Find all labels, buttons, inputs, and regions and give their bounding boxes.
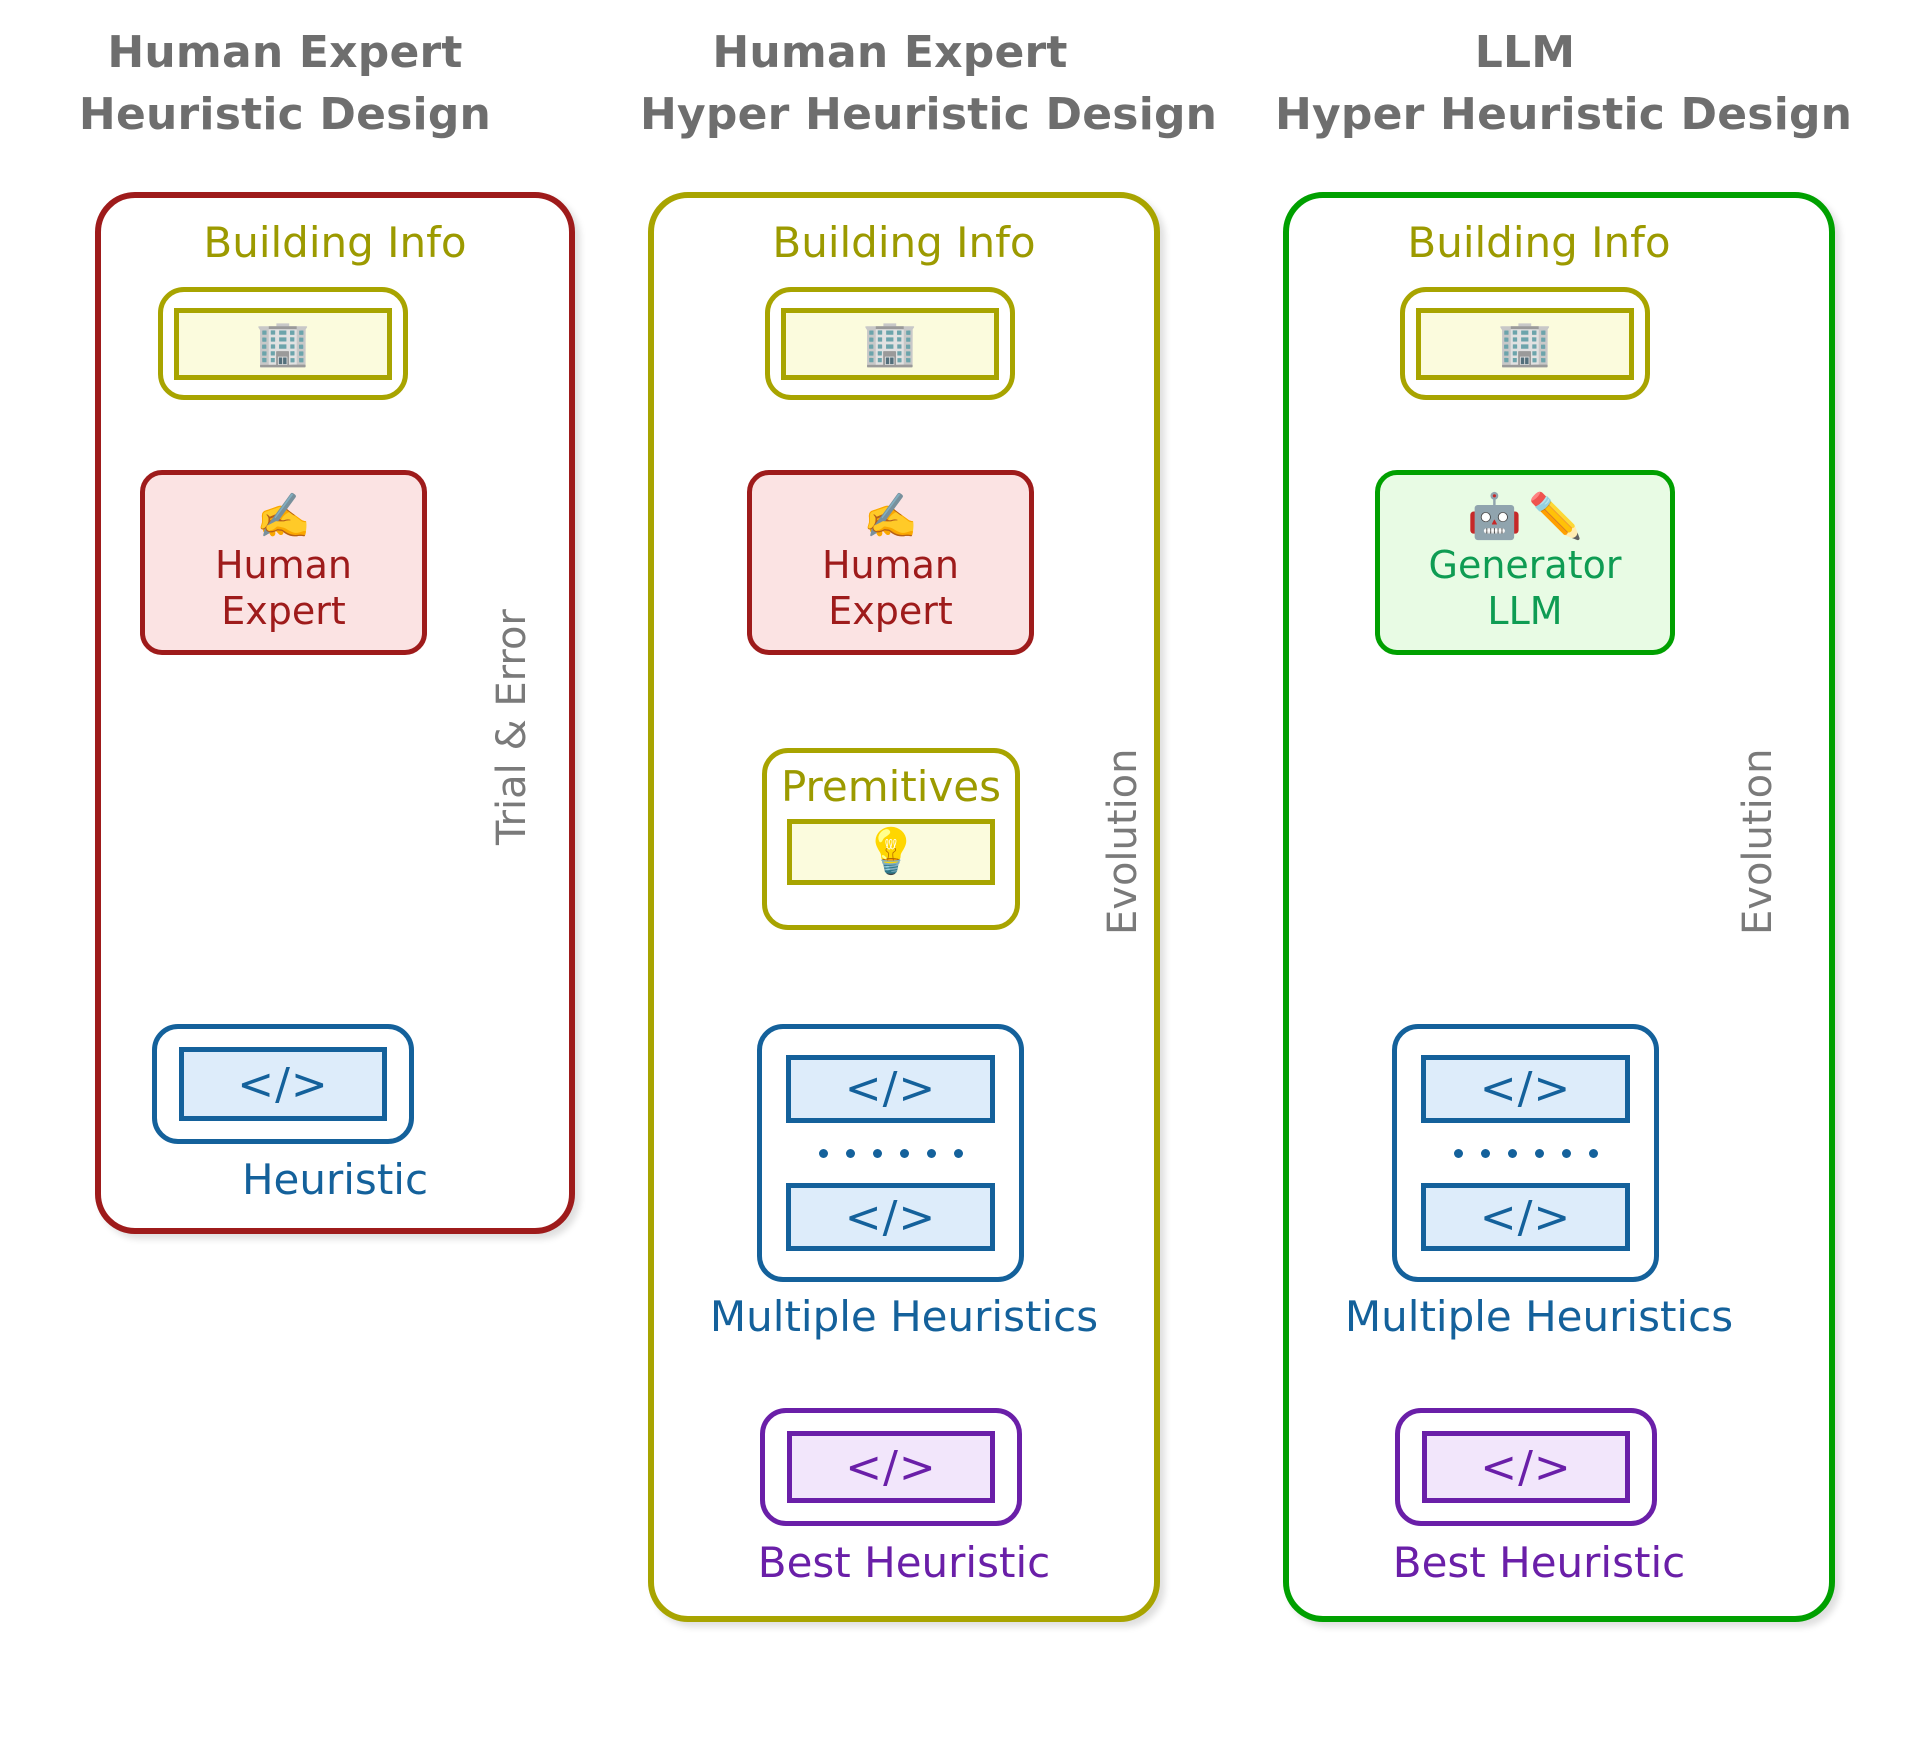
best-heuristic-node-c3[interactable]: </> xyxy=(1395,1408,1657,1526)
code-glyph: </> xyxy=(845,1441,937,1493)
building-info-label-c2: Building Info xyxy=(772,218,1036,267)
column-title-2-line-1: Human Expert xyxy=(712,27,1068,78)
building-info-label-c1: Building Info xyxy=(203,218,467,267)
heuristic-code-box-top-c2: </> xyxy=(786,1054,995,1123)
building-info-inner-c2: 🏢 xyxy=(781,307,999,380)
column-title-3-line-1: LLM xyxy=(1474,27,1576,78)
column-title-2-line-2: Hyper Heuristic Design xyxy=(640,89,1218,140)
generator-llm-label-line-1: Generator xyxy=(1428,542,1622,587)
heuristic-node-c1[interactable]: </> xyxy=(152,1024,414,1144)
code-glyph: </> xyxy=(844,1063,937,1115)
building-info-node-c3[interactable]: 🏢 xyxy=(1400,287,1650,400)
generator-llm-icons-c3: 🤖 ✏️ xyxy=(1467,490,1583,542)
evolution-loop-label-c2: Evolution xyxy=(1100,748,1146,935)
column-title-1: Human Expert Heuristic Design xyxy=(45,22,525,146)
multiple-heuristics-node-c3[interactable]: </> </> xyxy=(1392,1024,1659,1282)
pencil-icon: ✏️ xyxy=(1528,490,1583,542)
robot-icon: 🤖 xyxy=(1467,490,1522,542)
lightbulb-icon: 💡 xyxy=(863,826,919,877)
building-icon: 🏢 xyxy=(255,317,311,369)
column-title-3: LLM Hyper Heuristic Design xyxy=(1275,22,1853,146)
column-title-3-line-2: Hyper Heuristic Design xyxy=(1275,89,1853,140)
building-info-label-c3: Building Info xyxy=(1407,218,1671,267)
column-title-2: Human Expert Hyper Heuristic Design xyxy=(640,22,1218,146)
heuristic-code-box-bottom-c2: </> xyxy=(786,1183,995,1252)
multiple-heuristics-node-c2[interactable]: </> </> xyxy=(757,1024,1024,1282)
code-glyph: </> xyxy=(844,1191,937,1243)
primitives-node-c2[interactable]: Premitives 💡 xyxy=(762,748,1020,930)
trial-and-error-loop-label: Trial & Error xyxy=(489,609,535,845)
heuristic-label-c1: Heuristic xyxy=(241,1155,429,1204)
human-expert-node-c1[interactable]: ✍️ Human Expert xyxy=(140,470,427,655)
generator-llm-label-c3: Generator LLM xyxy=(1429,542,1622,634)
human-expert-label-c2: Human Expert xyxy=(822,542,959,634)
generator-llm-label-line-2: LLM xyxy=(1487,588,1563,633)
human-expert-node-c2[interactable]: ✍️ Human Expert xyxy=(747,470,1034,655)
best-heuristic-code-box-c3: </> xyxy=(1422,1431,1630,1503)
building-info-node-c2[interactable]: 🏢 xyxy=(765,287,1015,400)
human-expert-label-c1: Human Expert xyxy=(215,542,352,634)
writing-hand-icon: ✍️ xyxy=(863,490,918,542)
ellipsis-dots-c2 xyxy=(818,1148,963,1158)
best-heuristic-label-c2: Best Heuristic xyxy=(757,1538,1051,1587)
ellipsis-dots-c3 xyxy=(1453,1148,1598,1158)
building-info-node-c1[interactable]: 🏢 xyxy=(158,287,408,400)
code-glyph: </> xyxy=(237,1058,329,1110)
best-heuristic-label-c3: Best Heuristic xyxy=(1392,1538,1686,1587)
generator-llm-node-c3[interactable]: 🤖 ✏️ Generator LLM xyxy=(1375,470,1675,655)
multiple-heuristics-label-c2: Multiple Heuristics xyxy=(709,1292,1099,1341)
building-info-inner-c1: 🏢 xyxy=(174,307,392,380)
human-expert-label-line-1: Human xyxy=(214,542,353,587)
building-icon: 🏢 xyxy=(1497,317,1553,369)
heuristic-code-box-c1: </> xyxy=(179,1047,387,1121)
building-icon: 🏢 xyxy=(862,317,918,369)
multiple-heuristics-label-c3: Multiple Heuristics xyxy=(1344,1292,1734,1341)
best-heuristic-code-box-c2: </> xyxy=(787,1431,995,1503)
best-heuristic-node-c2[interactable]: </> xyxy=(760,1408,1022,1526)
heuristic-code-box-top-c3: </> xyxy=(1421,1054,1630,1123)
human-expert-label-line-2: Expert xyxy=(828,588,953,633)
human-expert-label-line-2: Expert xyxy=(221,588,346,633)
code-glyph: </> xyxy=(1479,1063,1572,1115)
code-glyph: </> xyxy=(1479,1191,1572,1243)
panel-llm-hyper-heuristic xyxy=(1283,192,1835,1622)
evolution-loop-label-c3: Evolution xyxy=(1735,748,1781,935)
heuristic-code-box-bottom-c3: </> xyxy=(1421,1183,1630,1252)
code-glyph: </> xyxy=(1480,1441,1572,1493)
building-info-inner-c3: 🏢 xyxy=(1416,307,1634,380)
human-expert-label-line-1: Human xyxy=(821,542,960,587)
primitives-label-c2: Premitives xyxy=(780,762,1002,811)
primitives-inner-c2: 💡 xyxy=(787,819,995,885)
column-title-1-line-2: Heuristic Design xyxy=(78,89,492,140)
writing-hand-icon: ✍️ xyxy=(256,490,311,542)
column-title-1-line-1: Human Expert xyxy=(107,27,463,78)
